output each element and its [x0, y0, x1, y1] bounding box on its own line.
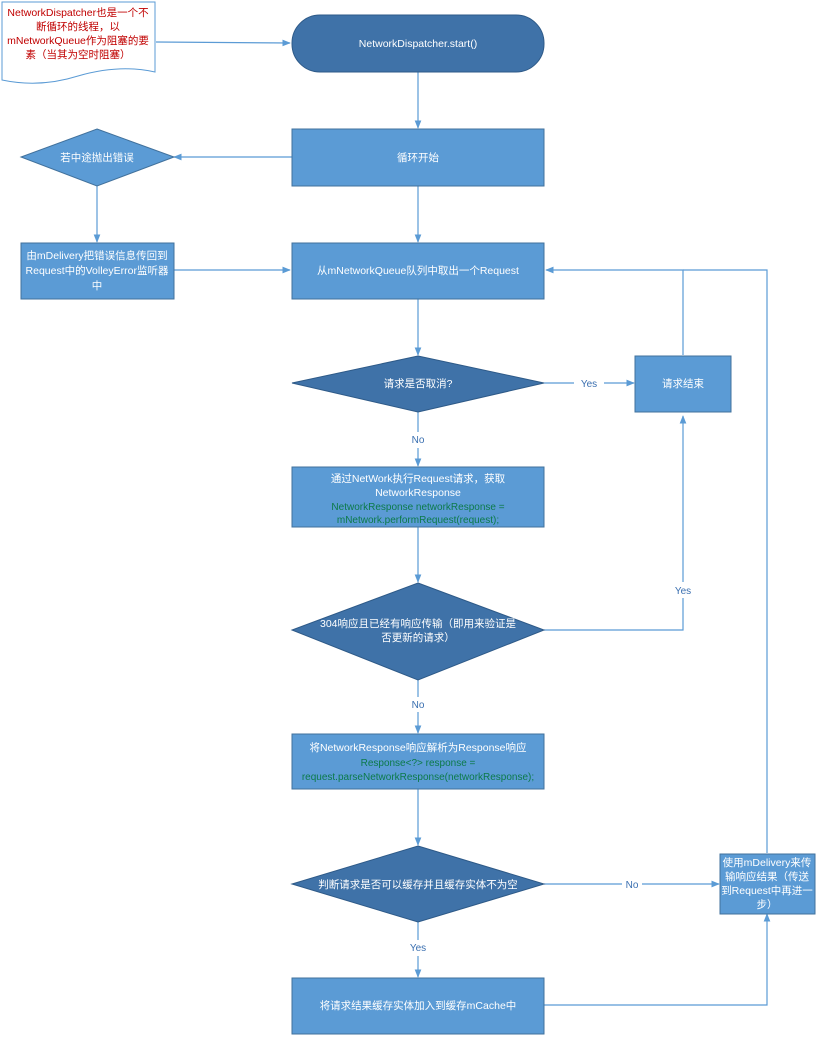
take-request-label: 从mNetworkQueue队列中取出一个Request: [317, 264, 519, 277]
request-end-label: 请求结束: [662, 377, 704, 390]
deliver-response-line-3: 到Request中再进一: [721, 884, 813, 897]
error-delivery-node: 由mDelivery把错误信息传回到 Request中的VolleyError监…: [20, 242, 175, 300]
error-decision-shape: [19, 128, 176, 187]
write-cache-node: 将请求结果缓存实体加入到缓存mCache中: [291, 977, 545, 1035]
take-request-node: 从mNetworkQueue队列中取出一个Request: [291, 242, 545, 300]
perform-request-code-2: mNetwork.performRequest(request);: [337, 515, 499, 526]
label-cache-no: No: [626, 880, 639, 891]
deliver-response-line-2: 输响应结果（传送: [725, 870, 809, 883]
start-node: NetworkDispatcher.start(): [291, 14, 545, 73]
not-modified-decision-node: 304响应且已经有响应传输（即用来验证是 否更新的请求）: [290, 582, 546, 681]
request-end-shape: [634, 355, 732, 413]
perform-request-node: 通过NetWork执行Request请求，获取 NetworkResponse …: [291, 466, 545, 528]
cancel-decision-node: 请求是否取消?: [291, 355, 545, 413]
edge-labels: Yes No Yes No No Yes: [410, 379, 691, 954]
parse-response-code-2: request.parseNetworkResponse(networkResp…: [302, 772, 534, 783]
note-line-2: 断循环的线程，以: [36, 20, 120, 33]
write-cache-label: 将请求结果缓存实体加入到缓存mCache中: [320, 999, 517, 1012]
cache-decision-shape: [290, 845, 546, 923]
error-decision-node: 若中途抛出错误: [19, 128, 176, 187]
label-cancel-no: No: [412, 435, 425, 446]
label-cache-yes: Yes: [410, 943, 426, 954]
label-304-no: No: [412, 700, 425, 711]
error-delivery-line-2: Request中的VolleyError监听器: [26, 264, 169, 277]
perform-request-line-2: NetworkResponse: [375, 487, 461, 499]
not-modified-decision-line-2: 否更新的请求）: [381, 631, 455, 644]
parse-response-code-1: Response<?> response =: [361, 758, 476, 769]
loop-start-shape: [291, 128, 545, 187]
cache-decision-node: 判断请求是否可以缓存并且缓存实体不为空: [290, 845, 546, 923]
take-request-shape: [291, 242, 545, 300]
perform-request-code-1: NetworkResponse networkResponse =: [331, 502, 504, 513]
parse-response-shape: [291, 733, 545, 790]
edge-304-yes: [544, 416, 683, 631]
edges: [93, 39, 771, 1006]
write-cache-shape: [291, 977, 545, 1035]
parse-response-line-1: 将NetworkResponse响应解析为Response响应: [309, 741, 527, 754]
deliver-response-shape: [719, 853, 816, 915]
edge-write-to-deliver: [544, 913, 771, 1006]
note-shape: [1, 1, 156, 84]
label-304-yes: Yes: [675, 586, 691, 597]
not-modified-decision-shape: [290, 582, 546, 681]
error-delivery-line-1: 由mDelivery把错误信息传回到: [26, 249, 167, 262]
edge-note-to-start: [155, 39, 291, 47]
cancel-decision-label: 请求是否取消?: [384, 377, 453, 390]
start-label: NetworkDispatcher.start(): [359, 38, 477, 50]
deliver-response-line-4: 步）: [757, 899, 778, 911]
error-decision-label: 若中途抛出错误: [60, 151, 134, 164]
note-line-1: NetworkDispatcher也是一个不: [7, 6, 149, 19]
note-line-4: 素（当其为空时阻塞）: [26, 48, 131, 61]
edge-end-to-take: [545, 266, 684, 355]
not-modified-decision-line-1: 304响应且已经有响应传输（即用来验证是: [320, 617, 517, 630]
label-cancel-yes: Yes: [581, 379, 597, 390]
parse-response-node: 将NetworkResponse响应解析为Response响应 Response…: [291, 733, 545, 790]
cache-decision-label: 判断请求是否可以缓存并且缓存实体不为空: [318, 878, 518, 891]
loop-start-node: 循环开始: [291, 128, 545, 187]
deliver-response-node: 使用mDelivery来传 输响应结果（传送 到Request中再进一 步）: [719, 853, 816, 915]
loop-start-label: 循环开始: [397, 151, 439, 164]
error-delivery-shape: [20, 242, 175, 300]
perform-request-line-1: 通过NetWork执行Request请求，获取: [331, 472, 506, 485]
start-shape: [291, 14, 545, 73]
note-callout: NetworkDispatcher也是一个不 断循环的线程，以 mNetwork…: [1, 1, 156, 84]
error-delivery-line-3: 中: [92, 279, 103, 292]
note-line-3: mNetworkQueue作为阻塞的要: [7, 34, 149, 47]
request-end-node: 请求结束: [634, 355, 732, 413]
cancel-decision-shape: [291, 355, 545, 413]
deliver-response-line-1: 使用mDelivery来传: [723, 856, 812, 869]
edge-deliver-to-take: [683, 269, 768, 853]
perform-request-shape: [291, 466, 545, 528]
